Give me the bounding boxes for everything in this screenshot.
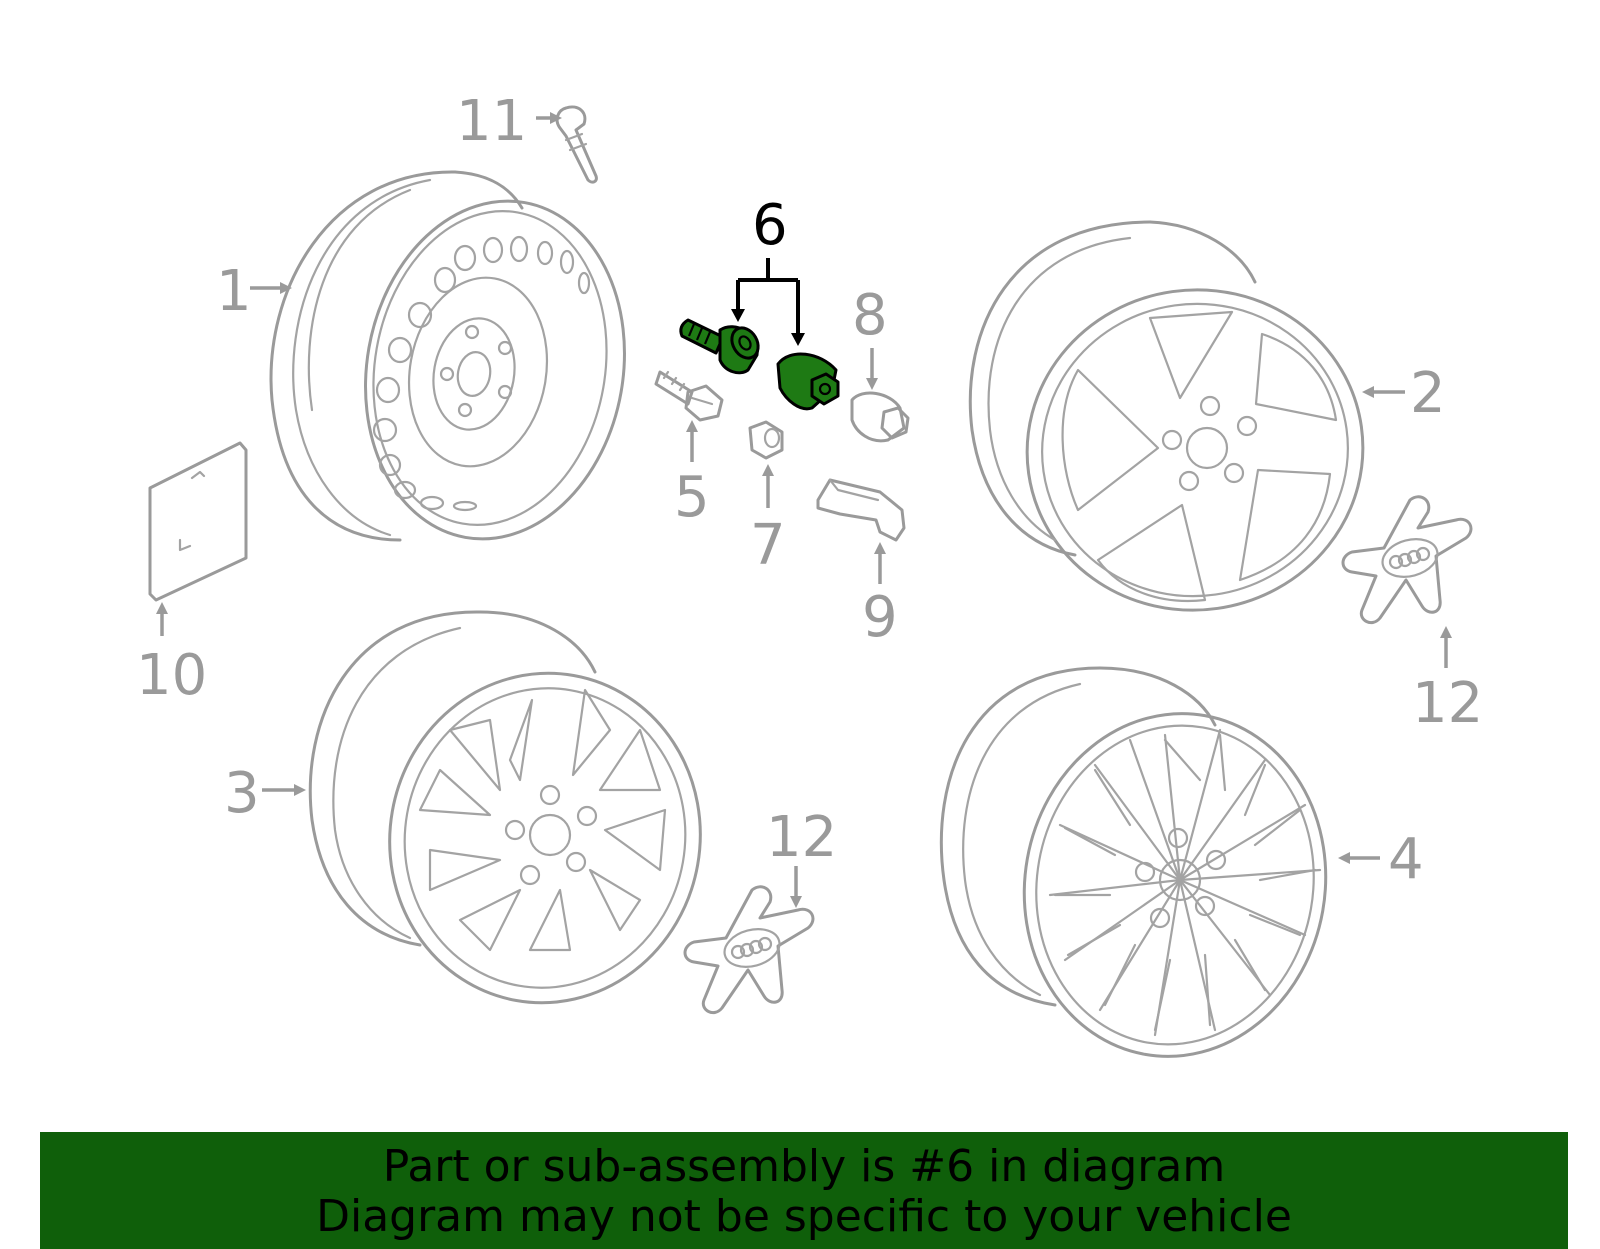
banner-line-1: Part or sub-assembly is #6 in diagram xyxy=(382,1141,1226,1192)
callout-6: 6 xyxy=(752,193,788,258)
info-banner: Part or sub-assembly is #6 in diagram Di… xyxy=(40,1132,1568,1249)
callout-5: 5 xyxy=(674,465,710,530)
part-6-locking-bolt-set[interactable] xyxy=(679,318,840,411)
part-1-steel-wheel[interactable] xyxy=(269,170,651,560)
callout-12b: 12 xyxy=(766,805,837,870)
part-9-balance-clip[interactable] xyxy=(816,478,906,542)
part-12-center-cap-b[interactable] xyxy=(683,885,815,1014)
callout-9: 9 xyxy=(862,585,898,650)
part-3-alloy-wheel[interactable] xyxy=(308,610,726,1027)
part-7-nut[interactable] xyxy=(748,420,784,460)
part-2-alloy-wheel[interactable] xyxy=(968,220,1383,632)
leader-arrows xyxy=(156,112,1452,908)
callout-3: 3 xyxy=(224,761,260,826)
callout-10: 10 xyxy=(136,643,207,708)
callout-7: 7 xyxy=(750,513,786,578)
callout-8: 8 xyxy=(852,283,888,348)
part-11-valve-stem[interactable] xyxy=(555,105,598,184)
part-10-label[interactable] xyxy=(148,441,248,602)
callout-labels: 1 2 3 4 5 6 7 8 9 10 11 12 12 xyxy=(136,89,1483,892)
callout-12a: 12 xyxy=(1412,671,1483,736)
callout-4: 4 xyxy=(1388,827,1424,892)
callout-11: 11 xyxy=(456,89,527,154)
callout-2: 2 xyxy=(1410,361,1446,426)
part-5-wheel-bolt[interactable] xyxy=(654,370,724,422)
part-12-center-cap-a[interactable] xyxy=(1341,495,1473,624)
callout-1: 1 xyxy=(216,259,252,324)
part-4-alloy-wheel[interactable] xyxy=(939,666,1352,1080)
part-8-cap-nut[interactable] xyxy=(850,391,910,443)
banner-line-2: Diagram may not be specific to your vehi… xyxy=(316,1191,1292,1242)
